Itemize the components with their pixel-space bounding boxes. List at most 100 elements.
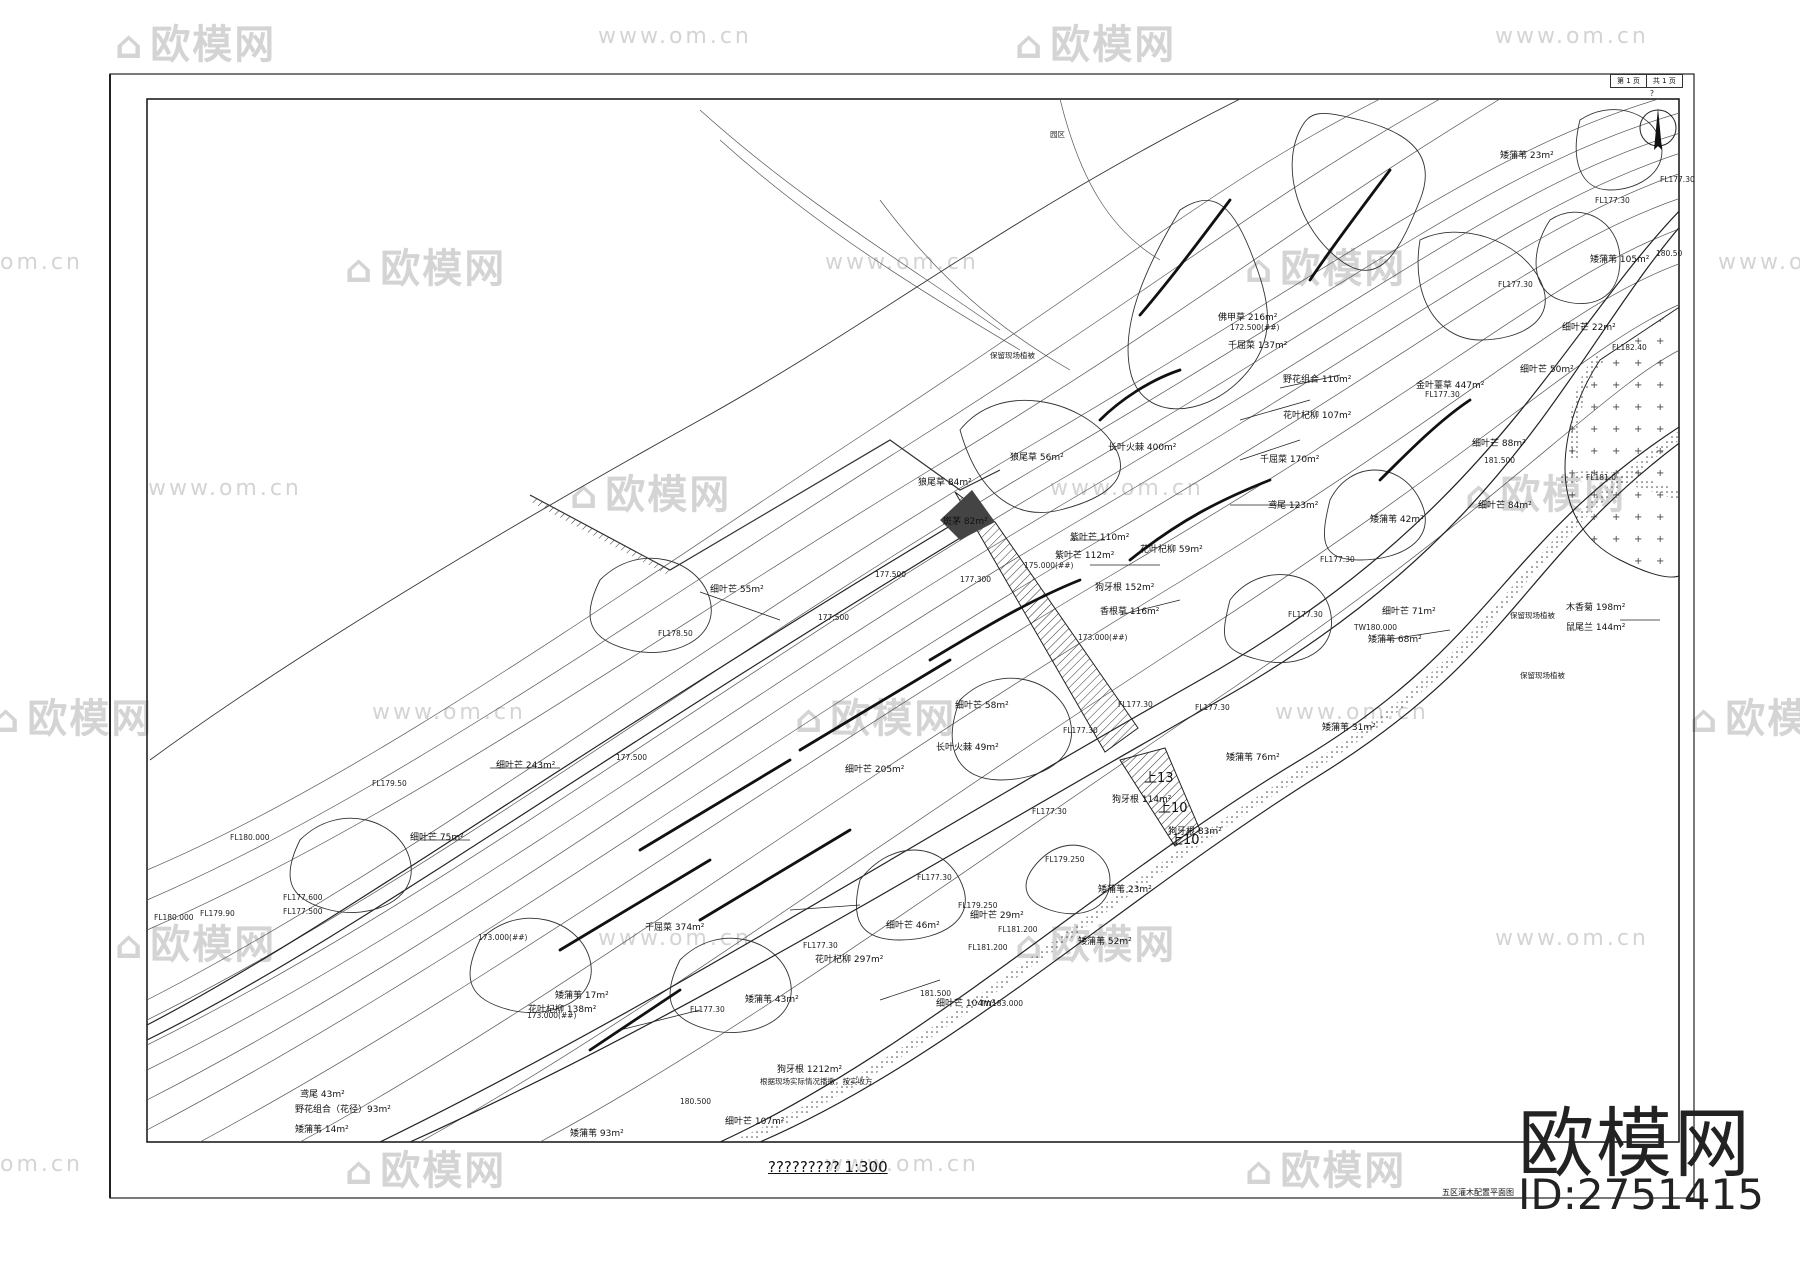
elevation-label: FL177.600 bbox=[283, 893, 323, 902]
plant-label: 细叶芒 84m² bbox=[1478, 499, 1532, 511]
plant-label: 矮蒲苇 23m² bbox=[1098, 883, 1152, 895]
site-boundary bbox=[149, 99, 1241, 761]
elevation-label: FL177.30 bbox=[1063, 726, 1098, 735]
plant-label: 花叶杞柳 107m² bbox=[1283, 409, 1352, 421]
plant-label: 细叶芒 50m² bbox=[1520, 363, 1574, 375]
plant-label: 矮蒲苇 76m² bbox=[1226, 751, 1280, 763]
plant-label: 香根草 116m² bbox=[1100, 605, 1160, 617]
plant-label: 狗牙根 1212m² bbox=[777, 1063, 843, 1075]
plant-label: 野花组合（花径）93m² bbox=[295, 1103, 391, 1115]
brand-id: ID:2751415 bbox=[1518, 1170, 1764, 1219]
zone-label: 保留现场植被 bbox=[1520, 670, 1565, 680]
plant-label: 长叶火棘 49m² bbox=[936, 741, 999, 753]
planting-beds bbox=[289, 109, 1663, 1033]
map-frame bbox=[146, 98, 1680, 1143]
plant-label: 木香菊 198m² bbox=[1566, 601, 1626, 613]
plant-label: 野花组合 110m² bbox=[1283, 373, 1352, 385]
elevation-label: FL180.000 bbox=[230, 833, 270, 842]
plant-label: 千屈菜 374m² bbox=[645, 921, 705, 933]
plant-label: 矮蒲苇 43m² bbox=[745, 993, 799, 1005]
step-label: 上10 bbox=[1170, 833, 1200, 848]
plant-label: 矮蒲苇 14m² bbox=[295, 1123, 349, 1135]
elevation-label: TW183.000 bbox=[979, 999, 1023, 1008]
elevation-label: 177.500 bbox=[875, 570, 906, 579]
elevation-label: FL177.30 bbox=[803, 941, 838, 950]
plant-label: 狼尾草 56m² bbox=[1010, 451, 1064, 463]
elevation-label: FL177.30 bbox=[1118, 700, 1153, 709]
plant-label: 细叶芒 107m² bbox=[725, 1115, 785, 1127]
elevation-label: 181.500 bbox=[1484, 456, 1515, 465]
elevation-label: 177.500 bbox=[616, 753, 647, 762]
elevation-label: 175.000(##) bbox=[1024, 561, 1074, 570]
elevation-label: FL177.30 bbox=[1425, 390, 1460, 399]
plant-label: 长叶火棘 400m² bbox=[1108, 441, 1177, 453]
plant-label: 细叶芒 104m² bbox=[936, 997, 996, 1009]
plant-label: 花叶杞柳 138m² bbox=[528, 1003, 597, 1015]
plant-label: 矮蒲苇 105m² bbox=[1590, 253, 1650, 265]
walkway-middle bbox=[379, 210, 1679, 1142]
plant-label: 矮蒲苇 68m² bbox=[1368, 633, 1422, 645]
elevation-label: FL177.30 bbox=[1032, 807, 1067, 816]
label-leaders bbox=[420, 374, 1660, 1031]
plant-label: 矮蒲苇 42m² bbox=[1370, 513, 1424, 525]
plant-label: 鸢尾 123m² bbox=[1268, 499, 1319, 511]
plant-label: 细叶芒 22m² bbox=[1562, 321, 1616, 333]
plant-label: 细叶芒 55m² bbox=[710, 583, 764, 595]
plant-label: 佛甲草 216m² bbox=[1218, 311, 1278, 323]
elevation-label: FL177.30 bbox=[1288, 610, 1323, 619]
step-block bbox=[1119, 747, 1201, 847]
plant-label: 细叶芒 88m² bbox=[1472, 437, 1526, 449]
plant-label: 细叶芒 205m² bbox=[845, 763, 905, 775]
elevation-label: FL179.250 bbox=[958, 901, 998, 910]
elevation-label: FL177.30 bbox=[917, 873, 952, 882]
elevation-label: FL177.30 bbox=[1498, 280, 1533, 289]
plant-label: 紫叶芒 110m² bbox=[1070, 531, 1130, 543]
elevation-label: FL181.0 bbox=[1586, 473, 1616, 482]
plant-label: 细叶芒 29m² bbox=[970, 909, 1024, 921]
plant-label: 细叶芒 75m² bbox=[410, 831, 464, 843]
plant-label: 金叶薹草 447m² bbox=[1416, 379, 1485, 391]
elevation-label: FL177.30 bbox=[1195, 703, 1230, 712]
elevation-label: FL177.30 bbox=[1660, 175, 1695, 184]
elevation-label: 173.000(##) bbox=[478, 933, 528, 942]
elevation-label: FL182.40 bbox=[1612, 343, 1647, 352]
elevation-label: 180.50 bbox=[1656, 249, 1682, 258]
zone-label: 园区 bbox=[1050, 130, 1066, 139]
plant-label: 矮蒲苇 17m² bbox=[555, 989, 609, 1001]
plant-label: 矮蒲苇 52m² bbox=[1078, 935, 1132, 947]
elevation-label: FL177.30 bbox=[690, 1005, 725, 1014]
elevation-label: FL179.90 bbox=[200, 909, 235, 918]
elevation-label: FL177.30 bbox=[1320, 555, 1355, 564]
page-total: 共 1 页 bbox=[1652, 77, 1676, 85]
plant-label: 细叶芒 46m² bbox=[886, 919, 940, 931]
plant-label: 鸢尾 43m² bbox=[300, 1088, 345, 1100]
plant-label: 花叶杞柳 297m² bbox=[815, 953, 884, 965]
elevation-label: FL178.50 bbox=[658, 629, 693, 638]
step-label: 上13 bbox=[1144, 771, 1174, 786]
elevation-label: FL181.200 bbox=[998, 925, 1038, 934]
plant-label: 狗牙根 152m² bbox=[1095, 581, 1155, 593]
sheet-name: 五区灌木配置平面图 bbox=[1442, 1188, 1514, 1197]
elevation-label: FL177.30 bbox=[1595, 196, 1630, 205]
elevation-label: FL181.200 bbox=[968, 943, 1008, 952]
elevation-label: FL179.250 bbox=[1045, 855, 1085, 864]
plant-label: 鼠尾兰 144m² bbox=[1566, 621, 1626, 633]
plant-label: 矮蒲苇 31m² bbox=[1322, 721, 1376, 733]
plant-label: 细叶芒 58m² bbox=[955, 699, 1009, 711]
plant-label: 狗牙根 83m² bbox=[1168, 825, 1222, 837]
elevation-label: 173.000(##) bbox=[527, 1011, 577, 1020]
plant-label: 千屈菜 170m² bbox=[1260, 453, 1320, 465]
elevation-label: 180.500 bbox=[680, 1097, 711, 1106]
plant-label: 矮蒲苇 93m² bbox=[570, 1127, 624, 1139]
plant-label: 细叶芒 71m² bbox=[1382, 605, 1436, 617]
elevation-label: 181.500 bbox=[920, 989, 951, 998]
elevation-label: 177.500 bbox=[818, 613, 849, 622]
plant-label: 斑茅 82m² bbox=[943, 515, 988, 527]
page-indicator: 第 1 页 共 1 页 bbox=[1610, 74, 1683, 88]
plant-label: 细叶芒 243m² bbox=[496, 759, 556, 771]
plant-label: 千屈菜 137m² bbox=[1228, 339, 1288, 351]
plant-label: 紫叶芒 112m² bbox=[1055, 549, 1115, 561]
planting-note: 根据现场实际情况播撒，按实收方 bbox=[760, 1076, 873, 1086]
